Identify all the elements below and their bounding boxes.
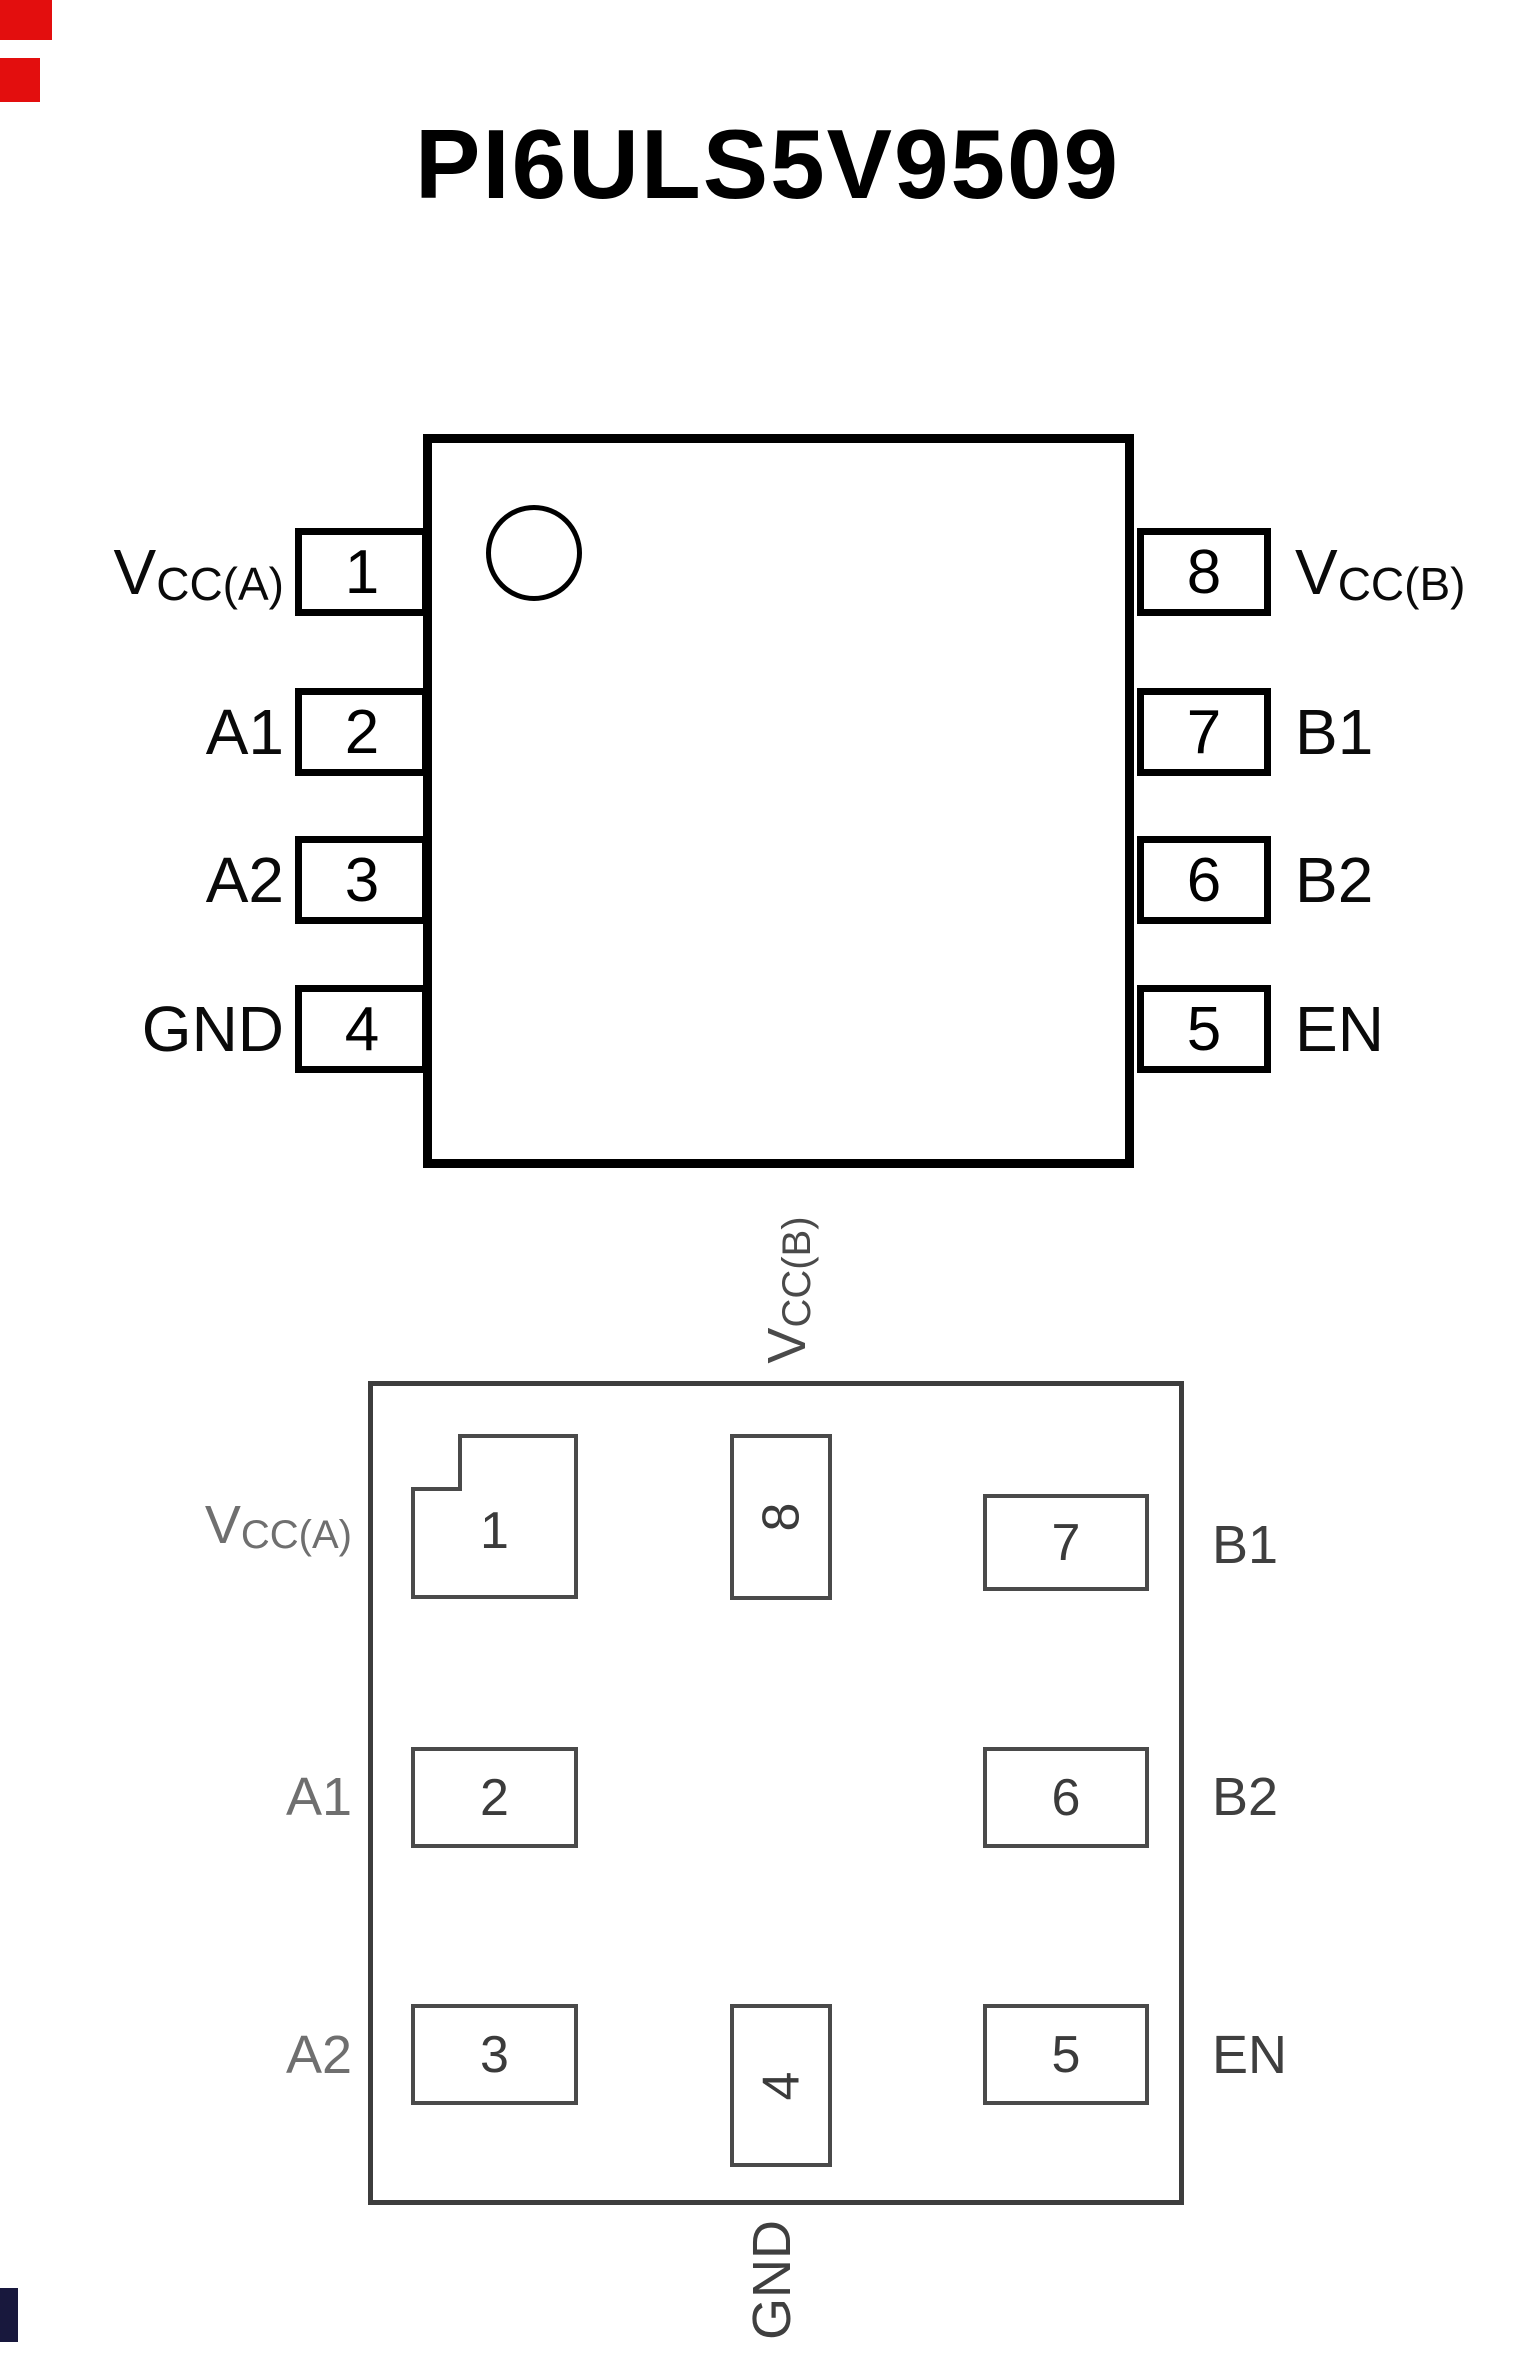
pin1-indicator-dot <box>486 505 582 601</box>
pad-number: 3 <box>480 2025 509 2084</box>
pin-label-a1: A1 <box>10 688 284 776</box>
pin-label-text: B2 <box>1295 844 1374 916</box>
pin-box-5: 5 <box>1137 985 1271 1073</box>
pin-number: 1 <box>344 537 380 607</box>
pin-label-text: V <box>757 1327 817 1364</box>
pin-box-4: 4 <box>295 985 429 1073</box>
pin-label-text: V <box>113 536 157 608</box>
dfn-pad-8: 8 <box>730 1434 832 1600</box>
pin-label-subscript: CC(A) <box>240 1512 352 1557</box>
pin-box-3: 3 <box>295 836 429 924</box>
pin-number: 2 <box>344 697 380 767</box>
pin-label-subscript: CC(A) <box>156 558 284 610</box>
pin-label-text: EN <box>1295 993 1384 1065</box>
pin-label-a2: A2 <box>10 836 284 924</box>
pin-label-text: B1 <box>1295 696 1374 768</box>
dfn-pad-4: 4 <box>730 2004 832 2167</box>
pin-box-7: 7 <box>1137 688 1271 776</box>
pin-number: 3 <box>344 845 380 915</box>
dfn-label-en: EN <box>1212 2025 1472 2085</box>
pin-label-text: A1 <box>205 696 284 768</box>
pad1-notched-shape <box>411 1434 578 1599</box>
dfn-label-a2: A2 <box>60 2025 352 2085</box>
pin-label-text: EN <box>1212 2025 1288 2085</box>
dfn-pad-3: 3 <box>411 2004 578 2105</box>
pin-label-text: A2 <box>285 2025 352 2085</box>
pin-label-text: GND <box>742 2220 802 2340</box>
pin-label-b1: B1 <box>1295 688 1535 776</box>
pin-label-subscript: CC(B) <box>1337 558 1466 610</box>
pin-box-1: 1 <box>295 528 429 616</box>
pin-box-8: 8 <box>1137 528 1271 616</box>
pin-label-text: V <box>204 1495 241 1555</box>
pin-number: 7 <box>1186 697 1222 767</box>
pin-box-6: 6 <box>1137 836 1271 924</box>
pad-number: 6 <box>1051 1768 1081 1827</box>
dfn-pad-1: 1 <box>411 1434 578 1599</box>
pin-label-text: B1 <box>1212 1515 1279 1575</box>
pin-label-text: V <box>1295 536 1338 608</box>
pin-number: 8 <box>1186 537 1222 607</box>
dfn-label-a1: A1 <box>60 1767 352 1827</box>
pad-number: 5 <box>1051 2025 1081 2084</box>
pin-number: 5 <box>1186 994 1222 1064</box>
pad-number: 4 <box>751 2071 810 2100</box>
pin-label-text: B2 <box>1212 1767 1279 1827</box>
pin-label-b2: B2 <box>1295 836 1535 924</box>
pad-number: 8 <box>751 1502 810 1532</box>
pin-label-text: A2 <box>205 844 284 916</box>
dfn-label-b1: B1 <box>1212 1515 1472 1575</box>
scan-artifact-red <box>0 0 52 40</box>
dfn-label-gnd: GND <box>742 2200 802 2360</box>
scan-artifact-red <box>0 58 40 102</box>
pin-label-gnd: GND <box>10 985 284 1073</box>
pad-number: 7 <box>1051 1513 1081 1572</box>
dfn-label-b2: B2 <box>1212 1767 1472 1827</box>
pin-label-en: EN <box>1295 985 1535 1073</box>
pin-number: 6 <box>1186 845 1222 915</box>
pad-number: 2 <box>480 1768 509 1827</box>
pin-number: 4 <box>344 994 380 1064</box>
dfn-pad-5: 5 <box>983 2004 1149 2105</box>
scan-artifact-navy <box>0 2288 18 2342</box>
pad-number: 1 <box>480 1501 509 1560</box>
page-title: PI6ULS5V9509 <box>415 109 1120 219</box>
pin-box-2: 2 <box>295 688 429 776</box>
pin-label-subscript: CC(B) <box>774 1216 819 1328</box>
pin-label-text: GND <box>141 993 284 1065</box>
dfn-pad-7: 7 <box>983 1494 1149 1591</box>
pin-label-text: A1 <box>285 1767 352 1827</box>
dfn-pad-6: 6 <box>983 1747 1149 1848</box>
dfn-pad-2: 2 <box>411 1747 578 1848</box>
